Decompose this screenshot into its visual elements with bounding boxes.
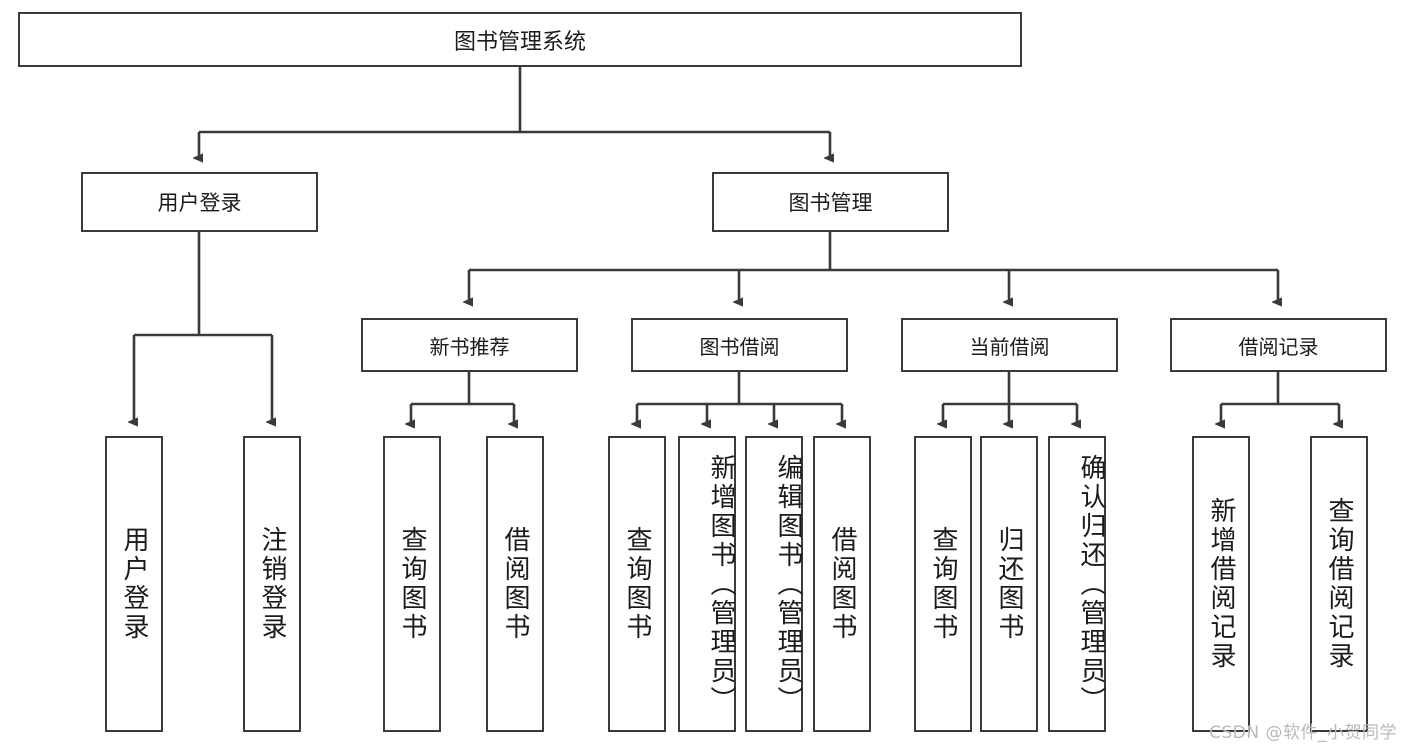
node-book-borrow[interactable]: 图书借阅: [631, 318, 848, 372]
node-label: 用户登录: [119, 526, 149, 642]
node-label: 新书推荐: [429, 334, 510, 359]
node-label: 注销登录: [257, 526, 287, 642]
node-label: 图书管理系统: [453, 29, 586, 55]
node-label: 图书管理: [788, 191, 873, 215]
node-label: 借阅图书: [827, 526, 857, 642]
node-current-borrow[interactable]: 当前借阅: [901, 318, 1118, 372]
node-root-system[interactable]: 图书管理系统: [18, 12, 1022, 67]
node-leaf-confirm-return-admin[interactable]: 确认归还（管理员）: [1048, 436, 1106, 732]
node-label: 确认归还（管理员）: [1076, 453, 1106, 715]
node-user-login[interactable]: 用户登录: [81, 172, 318, 232]
node-leaf-borrow-book-borrow[interactable]: 借阅图书: [813, 436, 871, 732]
node-leaf-query-book-current[interactable]: 查询图书: [914, 436, 972, 732]
node-leaf-return-book[interactable]: 归还图书: [980, 436, 1038, 732]
node-label: 借阅图书: [500, 526, 530, 642]
node-label: 查询借阅记录: [1324, 497, 1354, 671]
node-leaf-logout[interactable]: 注销登录: [243, 436, 301, 732]
node-label: 编辑图书（管理员）: [773, 453, 803, 715]
node-label: 查询图书: [622, 526, 652, 642]
node-label: 用户登录: [157, 191, 242, 215]
node-leaf-borrow-book-recommend[interactable]: 借阅图书: [486, 436, 544, 732]
node-label: 当前借阅: [969, 334, 1050, 359]
node-label: 归还图书: [994, 526, 1024, 642]
node-label: 查询图书: [928, 526, 958, 642]
node-book-management[interactable]: 图书管理: [712, 172, 949, 232]
node-label: 图书借阅: [699, 334, 780, 359]
node-leaf-add-borrow-record[interactable]: 新增借阅记录: [1192, 436, 1250, 732]
node-new-book-recommend[interactable]: 新书推荐: [361, 318, 578, 372]
node-label: 新增图书（管理员）: [706, 453, 736, 715]
node-label: 新增借阅记录: [1206, 497, 1236, 671]
node-leaf-add-book-admin[interactable]: 新增图书（管理员）: [678, 436, 736, 732]
node-label: 查询图书: [397, 526, 427, 642]
node-leaf-query-book-borrow[interactable]: 查询图书: [608, 436, 666, 732]
node-label: 借阅记录: [1238, 334, 1319, 359]
node-borrow-record[interactable]: 借阅记录: [1170, 318, 1387, 372]
node-leaf-edit-book-admin[interactable]: 编辑图书（管理员）: [745, 436, 803, 732]
node-leaf-user-login[interactable]: 用户登录: [105, 436, 163, 732]
csdn-watermark: CSDN @软件_小贺同学: [1209, 723, 1397, 743]
node-leaf-query-borrow-record[interactable]: 查询借阅记录: [1310, 436, 1368, 732]
node-leaf-query-book-recommend[interactable]: 查询图书: [383, 436, 441, 732]
